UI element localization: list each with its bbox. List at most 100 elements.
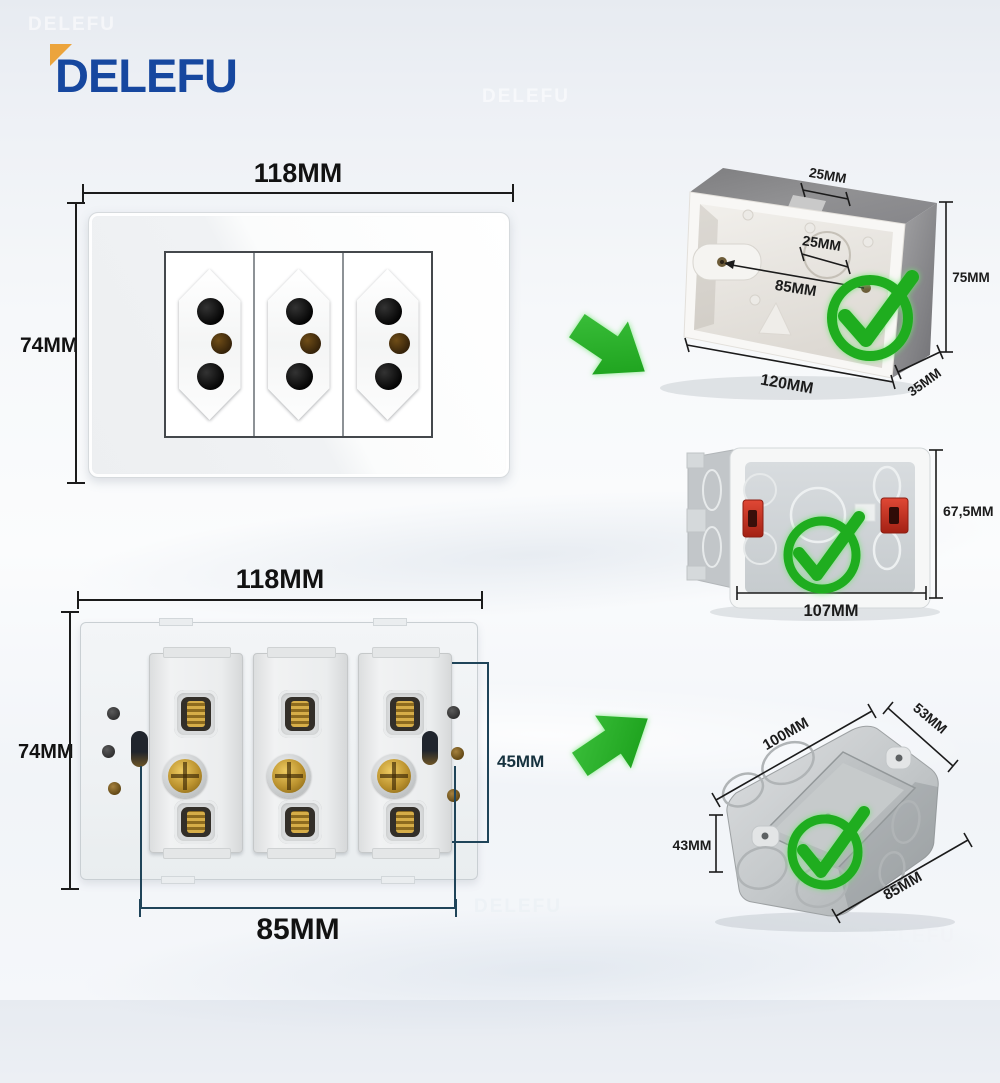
metal-width-label: 100MM: [760, 714, 812, 754]
metal-box-floor: [774, 763, 904, 856]
arrow-icon: [572, 715, 648, 776]
module-height-tick: [452, 841, 489, 843]
socket-outlet: [344, 253, 431, 436]
mount-tab: [373, 618, 407, 626]
front-width-dimension: [82, 184, 514, 202]
socket-front-panel: [88, 212, 510, 478]
dimple: [804, 222, 816, 234]
metal-box-dimensions: [709, 701, 973, 924]
fixing-hole: [108, 782, 121, 795]
knockout-circle: [789, 486, 847, 544]
flush-tab: [686, 508, 707, 533]
screw-distance-label: 85MM: [256, 913, 340, 946]
back-height-dimension: [61, 611, 79, 890]
terminal-module: [253, 647, 348, 859]
socket-pin-hole: [286, 363, 313, 390]
screw-tab-hole: [895, 754, 903, 762]
terminal-module: [149, 647, 244, 859]
screw-distance-leg: [454, 766, 456, 908]
module-height-line: [487, 663, 489, 843]
module-height-tick: [452, 662, 489, 664]
dimple: [749, 294, 761, 306]
terminal-screw: [163, 754, 208, 798]
front-height-dimension: [67, 202, 85, 484]
socket-pin-hole: [375, 298, 402, 325]
screw-distance-dimension: [139, 899, 457, 917]
box-shadow: [715, 912, 955, 932]
knockout-oval: [702, 469, 722, 511]
screw-tab-hole: [761, 832, 769, 840]
wire-terminal: [382, 800, 427, 844]
terminal-screw: [267, 754, 312, 798]
metal-mount-box: 100MM 53MM 43MM 85MM: [673, 700, 973, 932]
arrow-icon: [569, 314, 645, 375]
check-icon: [787, 806, 870, 890]
clamp-slot: [889, 507, 899, 524]
dimple: [862, 236, 874, 248]
socket-back-panel: [80, 618, 478, 884]
product-sheet: DELEFU DELEFU DELEFU DELEFU DELEFU DELEF…: [0, 14, 1000, 1083]
surface-screw-distance-label: 85MM: [774, 277, 818, 300]
fixing-hole: [102, 745, 115, 758]
wire-terminal: [278, 800, 323, 844]
surface-notch-label: 25MM: [808, 165, 848, 186]
flush-tab: [686, 565, 707, 581]
socket-earth-hole: [299, 333, 321, 354]
terminal-modules: [149, 647, 452, 859]
flush-tab: [686, 452, 705, 469]
logo-accent-triangle: [50, 44, 72, 66]
watermark: DELEFU: [28, 14, 116, 35]
wire-terminal: [278, 690, 323, 738]
surface-height-label: 75MM: [952, 270, 990, 285]
front-height-label: 74MM: [20, 334, 79, 357]
watermark: DELEFU: [474, 896, 562, 917]
screw-distance-leg: [140, 766, 142, 908]
dim-arrowhead: [724, 260, 735, 269]
wire-terminal: [174, 800, 219, 844]
flush-height-label: 67,5MM: [943, 503, 994, 519]
socket-pin-hole: [197, 363, 224, 390]
fixing-hole: [451, 747, 464, 760]
mount-slot: [131, 731, 148, 767]
socket-pin-hole: [286, 298, 313, 325]
wire-terminal: [174, 690, 219, 738]
front-width-label: 118MM: [253, 158, 343, 188]
box-shadow: [660, 376, 920, 400]
cable-guide: [758, 301, 792, 336]
clamp-slot: [748, 510, 757, 527]
fixing-hole: [107, 707, 120, 720]
socket-frame: [164, 251, 433, 438]
socket-outlet: [255, 253, 344, 436]
brand-logo: DELEFU: [50, 44, 238, 103]
dimple: [742, 209, 754, 221]
module-height-label: 45MM: [497, 752, 545, 771]
check-icon: [827, 270, 919, 361]
flush-width-label: 107MM: [803, 602, 858, 620]
surface-box-dimensions: [684, 182, 953, 390]
fixing-hole: [447, 706, 460, 719]
surface-hole-label: 25MM: [801, 232, 842, 254]
logo-text: DELEFU: [55, 49, 238, 102]
box-screw-hole: [720, 260, 724, 264]
terminal-screw: [371, 754, 416, 798]
surface-depth-label: 35MM: [905, 365, 944, 399]
mount-tab: [159, 618, 193, 626]
back-width-dimension: [77, 591, 483, 609]
socket-pin-hole: [375, 363, 402, 390]
socket-earth-hole: [210, 333, 232, 354]
surface-box-top-face: [690, 168, 937, 224]
socket-earth-hole: [388, 333, 410, 354]
knockout-oval: [702, 526, 722, 568]
metal-depth-label: 53MM: [910, 700, 950, 737]
wire-terminal: [382, 690, 427, 738]
watermark: DELEFU: [868, 926, 956, 947]
metal-box-right-face: [838, 782, 938, 911]
metal-height-label: 43MM: [673, 837, 712, 853]
flush-box-dimensions: [736, 449, 943, 600]
socket-outlet: [166, 253, 255, 436]
mount-tab: [381, 876, 415, 884]
flush-mount-box: 67,5MM 107MM: [686, 447, 994, 621]
watermark: DELEFU: [482, 86, 570, 107]
fixing-hole: [447, 789, 460, 802]
mount-tab: [161, 876, 195, 884]
